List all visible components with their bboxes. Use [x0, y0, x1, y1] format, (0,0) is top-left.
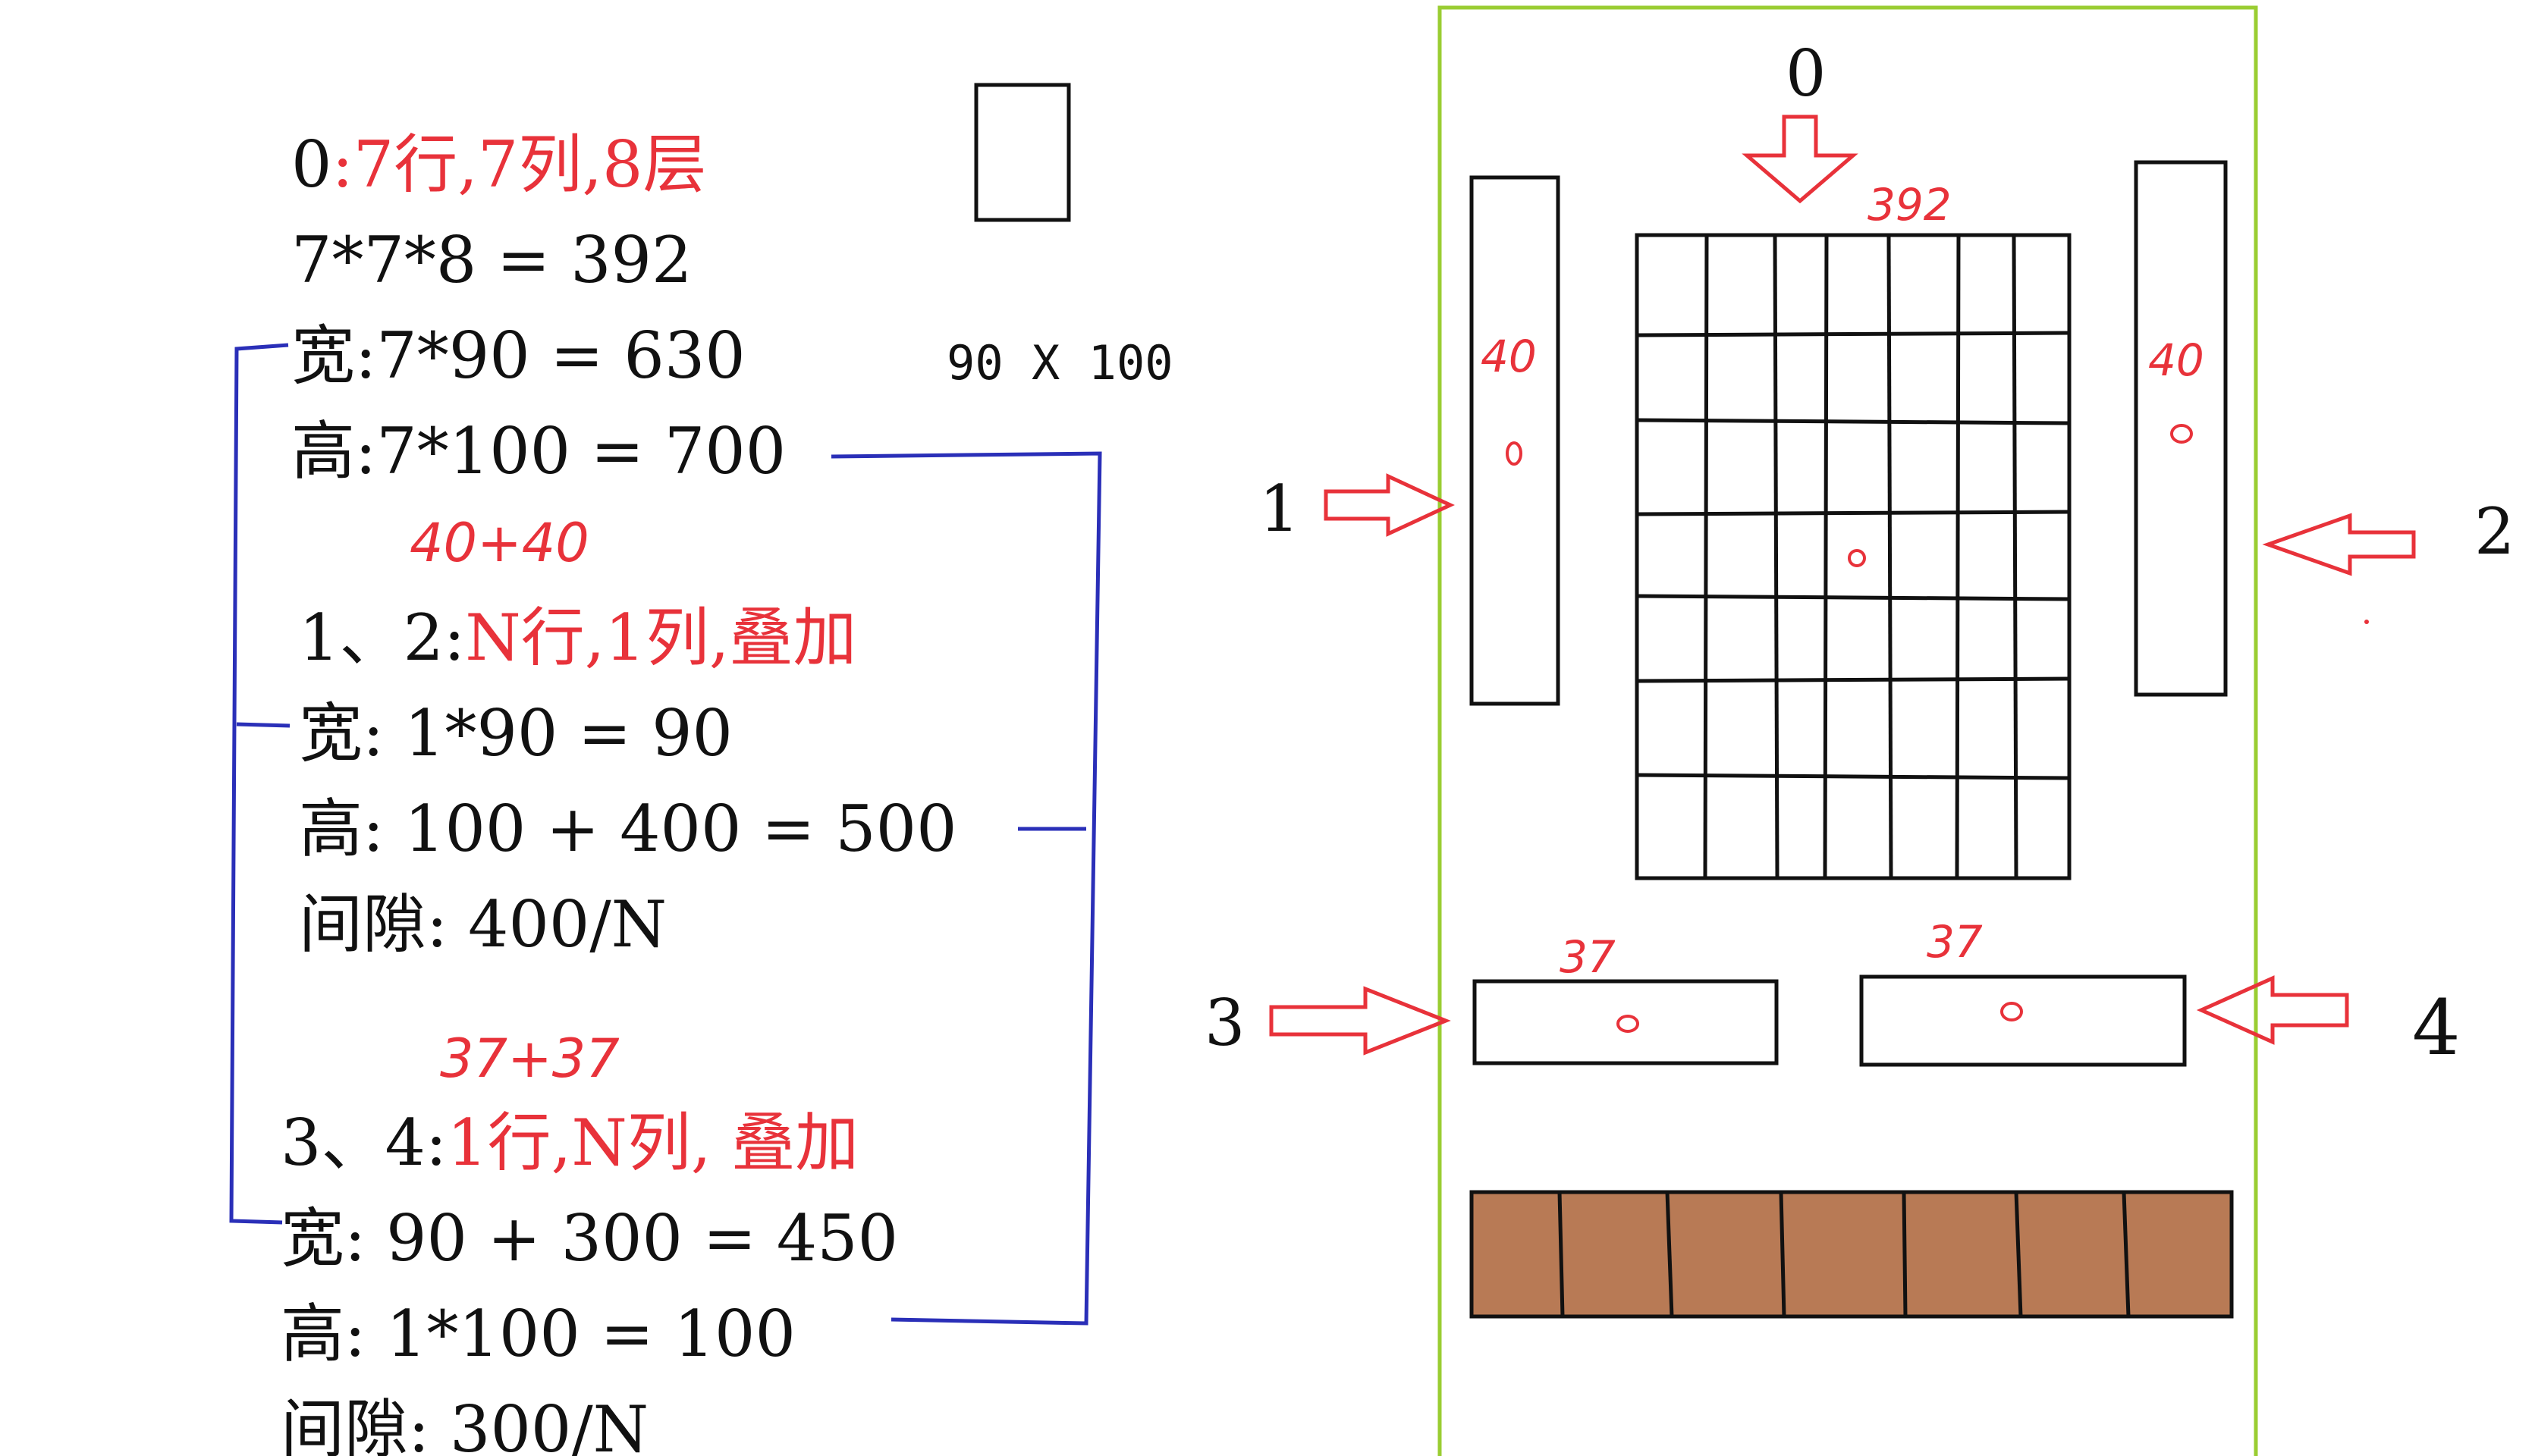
grid-row-line — [1636, 510, 2070, 516]
arrow-down-0 — [1742, 115, 1858, 204]
grid-row-line — [1636, 418, 2070, 425]
section-0-width: 宽:7*90 = 630 — [291, 318, 746, 393]
left-count-note: 40 — [1481, 331, 1537, 382]
label-1: 1 — [1259, 472, 1299, 546]
grid-count-note: 392 — [1867, 179, 1952, 231]
label-0: 0 — [1786, 36, 1826, 111]
bottom-right-count-note: 37 — [1927, 916, 1983, 968]
mark-stack-3 — [1616, 1015, 1639, 1033]
brown-block-divider — [1557, 1191, 1565, 1317]
arrow-right-3 — [1269, 986, 1451, 1056]
section-12-hand-note: 40+40 — [410, 512, 589, 574]
hand-counts: 392 40 40 37 37 — [1481, 179, 2204, 983]
arrow-right-1 — [1324, 473, 1455, 537]
stray-dot — [2364, 620, 2369, 624]
grid-column-line — [1886, 234, 1893, 879]
section-34-label: 3、4:1行,N列, 叠加 — [281, 1106, 859, 1180]
grid-row-line — [1636, 594, 2070, 601]
diagram-labels: 0 1 2 3 4 — [1205, 36, 2515, 1072]
label-2: 2 — [2474, 494, 2515, 569]
section-12-height: 高: 100 + 400 = 500 — [299, 792, 957, 866]
grid-row-line — [1636, 676, 2070, 683]
grid-column-line — [1773, 234, 1780, 879]
arrow-left-2 — [2262, 513, 2416, 576]
arrows — [1269, 115, 2416, 1056]
section-0-count: 7*7*8 = 392 — [291, 223, 692, 297]
section-12-gap: 间隙: 400/N — [299, 887, 667, 962]
container-frame — [1437, 5, 2258, 1456]
brown-block-row — [1469, 1190, 2234, 1319]
bottom-stack-3 — [1472, 979, 1779, 1065]
main-grid — [1635, 233, 2072, 880]
bottom-stack-4 — [1859, 974, 2187, 1067]
label-3: 3 — [1205, 986, 1245, 1060]
notes-panel: 0:7行,7列,8层 7*7*8 = 392 宽:7*90 = 630 高:7*… — [281, 127, 957, 1456]
section-34-width: 宽: 90 + 300 = 450 — [281, 1201, 898, 1276]
section-34-gap: 间隙: 300/N — [281, 1392, 649, 1456]
brown-row-outline — [1469, 1190, 2234, 1319]
section-34-height: 高: 1*100 = 100 — [281, 1297, 796, 1371]
section-12-width: 宽: 1*90 = 90 — [299, 696, 733, 770]
bottom-left-count-note: 37 — [1560, 931, 1616, 983]
grid-column-line — [1703, 234, 1709, 879]
cell-sample-box — [974, 83, 1071, 222]
mark-stack-4 — [2000, 1002, 2023, 1021]
cell-size-label: 90 X 100 — [947, 335, 1173, 391]
grid-column-line — [2012, 234, 2018, 879]
side-stack-1 — [1469, 175, 1560, 706]
grid-column-line — [1955, 234, 1961, 879]
brown-block-divider — [1665, 1191, 1674, 1317]
mark-stack-2 — [2170, 424, 2193, 444]
section-12-label: 1、2:N行,1列,叠加 — [299, 601, 857, 675]
brown-block-divider — [2014, 1191, 2023, 1317]
arrow-left-4 — [2196, 975, 2349, 1045]
grid-outline — [1635, 233, 2072, 880]
mark-stack-1 — [1506, 441, 1522, 466]
side-stack-2 — [2134, 160, 2228, 697]
mark-grid — [1848, 549, 1866, 567]
center-marks — [1506, 424, 2193, 1033]
brown-block-divider — [1902, 1191, 1908, 1317]
right-count-note: 40 — [2148, 334, 2204, 386]
section-0-label: 0:7行,7列,8层 — [291, 127, 707, 202]
brown-block-divider — [2122, 1191, 2131, 1317]
grid-row-line — [1636, 773, 2070, 780]
section-0-height: 高:7*100 = 700 — [291, 414, 786, 488]
label-4: 4 — [2412, 984, 2461, 1072]
brown-block-divider — [1779, 1191, 1786, 1317]
bracket-left — [229, 343, 291, 1225]
grid-column-line — [1823, 234, 1829, 879]
section-34-hand-note: 37+37 — [440, 1028, 620, 1090]
grid-row-line — [1636, 331, 2070, 337]
bracket-right — [831, 451, 1102, 1326]
